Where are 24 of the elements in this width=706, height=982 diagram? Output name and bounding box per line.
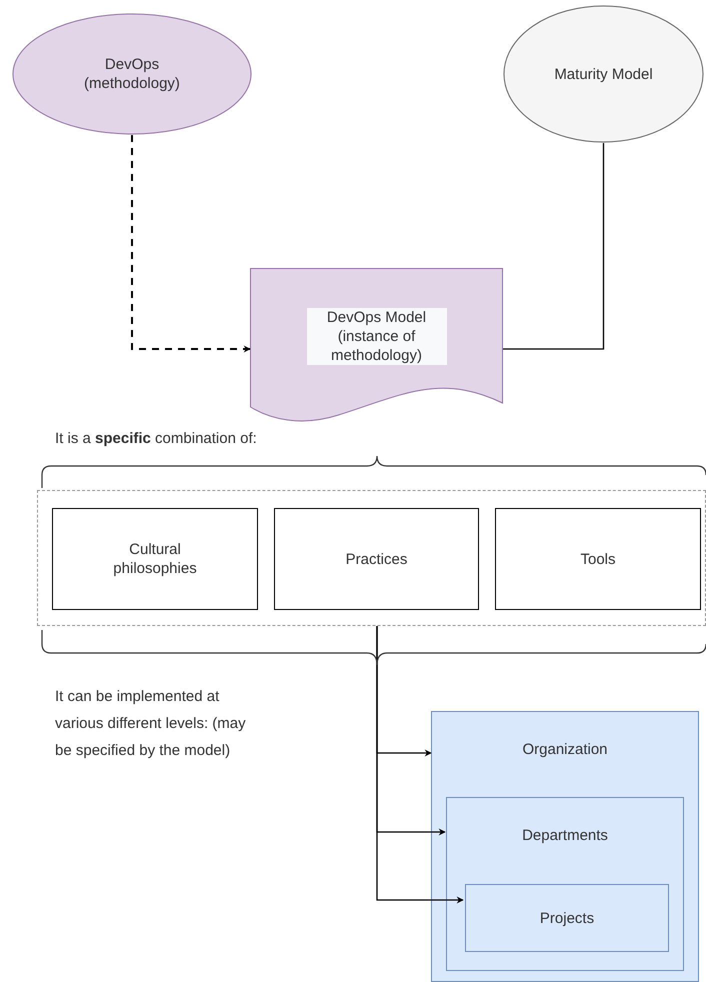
document-shape xyxy=(250,268,503,423)
process-box xyxy=(52,508,258,610)
node-label: Cultural philosophies xyxy=(112,540,198,578)
ellipse-node xyxy=(12,13,252,135)
node-label: DevOps Model (instance of methodology) xyxy=(306,308,446,365)
ellipse-node xyxy=(503,5,704,143)
node-label: Projects xyxy=(540,908,594,928)
process-box xyxy=(274,508,479,610)
process-box xyxy=(446,797,684,971)
arrow xyxy=(131,135,251,352)
node-label: Organization xyxy=(522,740,608,759)
node-label: Practices xyxy=(346,550,408,568)
annotation-text: It is a specific combination of: xyxy=(55,429,258,449)
node-label: Tools xyxy=(580,550,616,568)
node-label: Departments xyxy=(522,826,608,845)
annotation-text: It can be implemented at various different levels: (may be specified by the model) xyxy=(55,687,247,761)
node-label: Maturity Model xyxy=(554,64,653,84)
process-box xyxy=(431,711,699,982)
dashed-group-box xyxy=(37,490,706,626)
arrow xyxy=(376,626,464,904)
node-label: DevOps (methodology) xyxy=(83,55,181,93)
process-box xyxy=(495,508,701,610)
process-box xyxy=(465,884,669,952)
connector-line xyxy=(503,143,604,350)
